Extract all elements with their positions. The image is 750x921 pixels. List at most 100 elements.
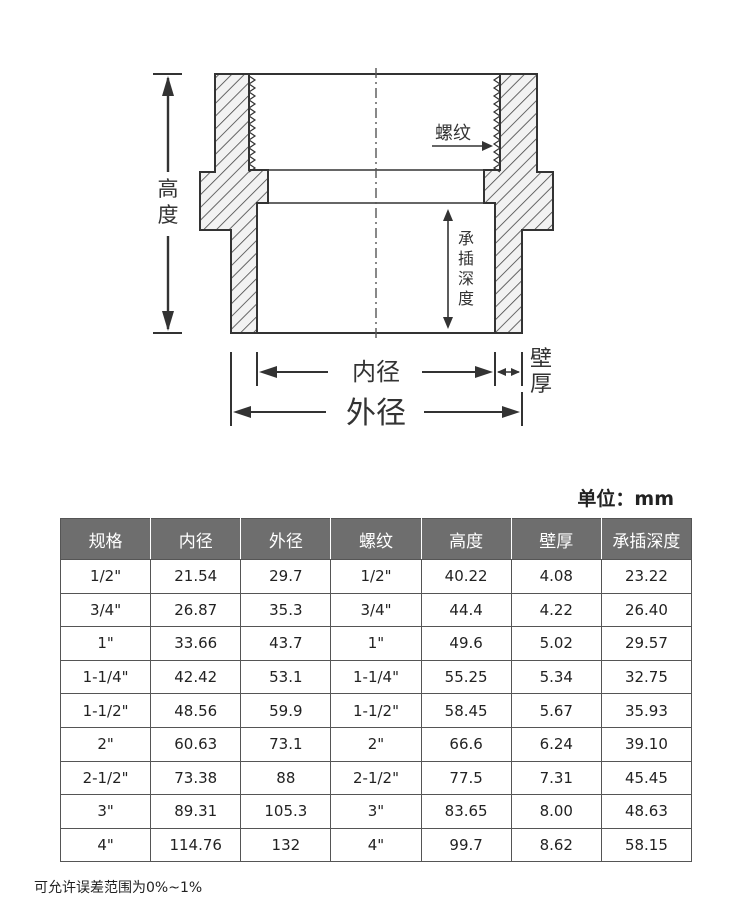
table-cell: 45.45 [600,760,693,796]
table-cell: 1-1/2" [330,693,422,728]
fitting-cross-section-diagram: 高 度 螺纹 承 插 深 度 内径 壁 厚 外径 [153,68,554,431]
table-cell: 77.5 [420,760,512,796]
wall-thickness-char-1: 壁 [530,347,552,372]
table-cell: 132 [240,827,332,863]
inner-dia-arrow-left [259,366,277,378]
table-cell: 1-1/4" [330,659,422,695]
table-cell: 53.1 [240,659,332,695]
table-cell: 35.3 [240,592,332,628]
socket-depth-char-2: 插 [458,249,474,268]
right-thread-teeth [492,75,502,173]
height-label-char-2: 度 [158,203,179,227]
table-cell: 26.87 [150,592,242,628]
table-cell: 55.25 [420,659,512,695]
table-cell: 1-1/2" [59,693,152,728]
table-cell: 23.22 [600,559,693,594]
table-cell: 1/2" [59,559,152,594]
table-cell: 2-1/2" [59,760,152,796]
table-cell: 8.62 [510,827,602,863]
table-cell: 6.24 [510,726,602,762]
table-cell: 4" [59,827,152,863]
table-header-cell: 螺纹 [330,518,422,560]
table-header-cell: 外径 [240,518,332,560]
inner-dia-arrow-right [475,366,493,378]
table-header-cell: 内径 [150,518,242,560]
table-cell: 26.40 [600,592,693,628]
socket-depth-label-bg [454,224,480,310]
table-cell: 48.63 [600,794,693,829]
table-cell: 32.75 [600,659,693,695]
table-cell: 114.76 [150,827,242,863]
table-cell: 39.10 [600,726,693,762]
table-header-cell: 壁厚 [510,518,602,560]
table-cell: 1/2" [330,559,422,594]
outer-dia-arrow-left [233,406,251,418]
unit-label: 单位：mm [577,488,674,510]
table-cell: 29.57 [600,626,693,661]
table-cell: 59.9 [240,693,332,728]
table-cell: 43.7 [240,626,332,661]
table-cell: 58.45 [420,693,512,728]
table-cell: 3/4" [59,592,152,628]
outer-dia-arrow-right [502,406,520,418]
table-cell: 29.7 [240,559,332,594]
table-cell: 60.63 [150,726,242,762]
thread-label: 螺纹 [435,123,471,144]
table-cell: 3" [59,794,152,829]
table-cell: 5.34 [510,659,602,695]
table-cell: 4.22 [510,592,602,628]
table-cell: 105.3 [240,794,332,829]
socket-depth-char-3: 深 [458,269,474,288]
outer-diameter-label: 外径 [346,396,406,431]
height-arrow-down [162,311,174,331]
table-header-cell: 承插深度 [600,518,693,560]
height-arrow-up [162,76,174,96]
table-cell: 89.31 [150,794,242,829]
table-header-cell: 规格 [59,518,152,560]
table-cell: 5.02 [510,626,602,661]
table-cell: 7.31 [510,760,602,796]
table-cell: 3" [330,794,422,829]
inner-diameter-label: 内径 [352,358,400,386]
table-cell: 49.6 [420,626,512,661]
table-cell: 73.1 [240,726,332,762]
table-cell: 8.00 [510,794,602,829]
thread-arrow [482,141,493,151]
wall-thickness-char-2: 厚 [530,372,552,397]
table-cell: 3/4" [330,592,422,628]
table-cell: 66.6 [420,726,512,762]
table-cell: 33.66 [150,626,242,661]
table-cell: 2" [59,726,152,762]
table-cell: 2" [330,726,422,762]
table-cell: 42.42 [150,659,242,695]
table-cell: 1" [330,626,422,661]
socket-depth-char-4: 度 [458,289,474,308]
table-cell: 88 [240,760,332,796]
table-cell: 73.38 [150,760,242,796]
table-cell: 99.7 [420,827,512,863]
table-cell: 83.65 [420,794,512,829]
table-header-cell: 高度 [420,518,512,560]
socket-depth-arrow-down [443,317,453,329]
table-cell: 48.56 [150,693,242,728]
table-cell: 58.15 [600,827,693,863]
table-cell: 40.22 [420,559,512,594]
table-cell: 44.4 [420,592,512,628]
table-cell: 4.08 [510,559,602,594]
tolerance-note: 可允许误差范围为0%~1% [34,880,203,896]
table-header-row: 规格内径外径螺纹高度壁厚承插深度 [59,518,693,560]
wall-arrow-left [497,368,506,376]
table-cell: 1-1/4" [59,659,152,695]
table-cell: 5.67 [510,693,602,728]
height-label-char-1: 高 [158,177,179,201]
socket-depth-char-1: 承 [458,229,474,248]
table-cell: 35.93 [600,693,693,728]
